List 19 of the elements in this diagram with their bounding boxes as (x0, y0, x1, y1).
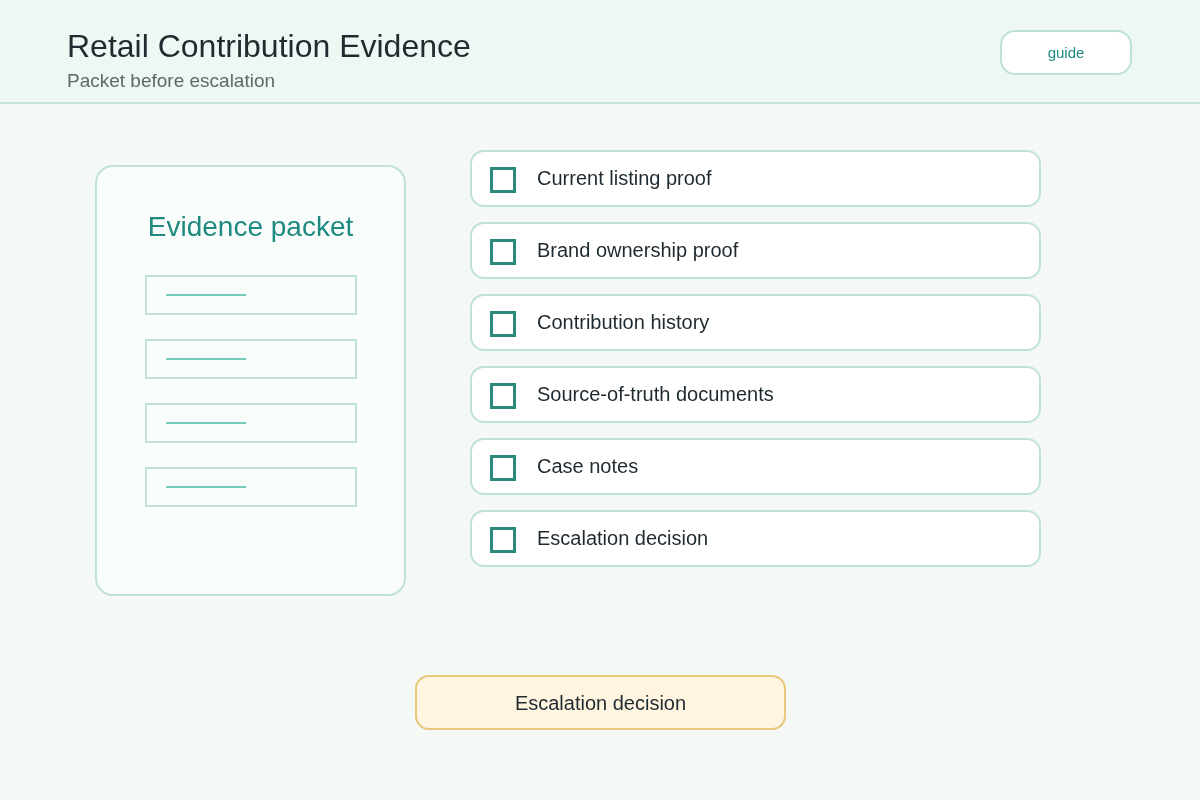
page-subtitle: Packet before escalation (67, 70, 276, 92)
guide-button: guide (1000, 30, 1132, 75)
checklist-label: Escalation decision (537, 526, 709, 550)
checklist-label: Contribution history (537, 310, 710, 334)
card-title: Evidence packet (146, 211, 355, 243)
checklist-item (470, 510, 1041, 567)
checklist-label: Case notes (537, 454, 639, 478)
checklist-label: Brand ownership proof (537, 238, 739, 262)
checklist-label: Current listing proof (537, 166, 712, 190)
page-title: Retail Contribution Evidence (67, 28, 471, 64)
checklist-item (470, 294, 1041, 351)
decision-label: Escalation decision (514, 690, 687, 715)
checklist-item (470, 438, 1041, 495)
evidence-packet-card (95, 165, 406, 596)
checklist-item (470, 150, 1041, 207)
checklist-item (470, 222, 1041, 279)
checklist-item (470, 366, 1041, 423)
checklist-label: Source-of-truth documents (537, 382, 774, 406)
decision-box (415, 675, 786, 730)
